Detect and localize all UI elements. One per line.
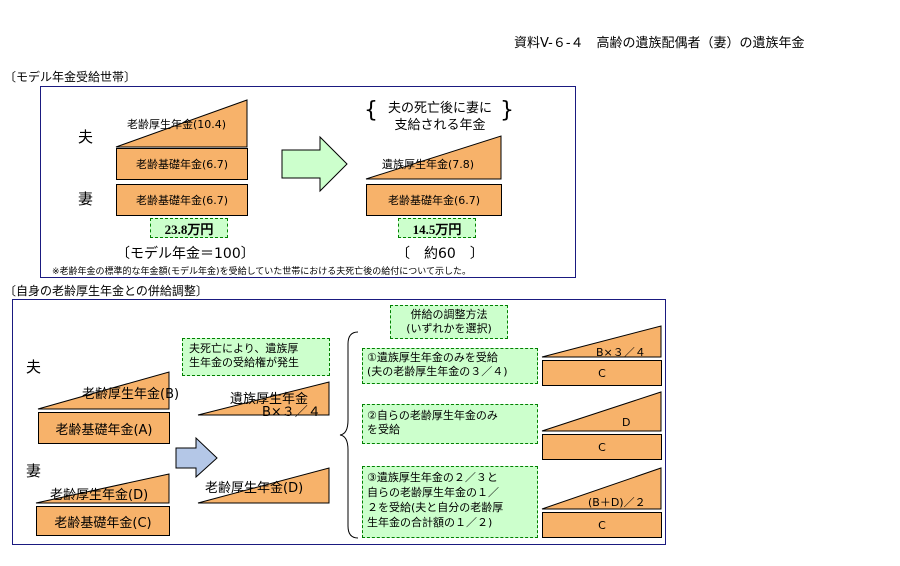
s1-total-before: 23.8万円 bbox=[150, 218, 228, 238]
s1-after-izoku-label: 遺族厚生年金(7.8) bbox=[382, 158, 475, 171]
s2-wife-kiso-box: 老齢基礎年金(C) bbox=[36, 506, 170, 536]
s2-option1: ①遺族厚生年金のみを受給 (夫の老齢厚生年金の３／４) bbox=[362, 348, 538, 384]
s2-note-line2: 生年金の受給権が発生 bbox=[189, 356, 299, 369]
s2-husband-kiso-box: 老齢基礎年金(A) bbox=[38, 412, 170, 444]
s1-after-header-line2: 支給される年金 bbox=[394, 118, 486, 133]
s2-r1-tri-label: B×３／４ bbox=[596, 346, 646, 359]
s2-r2-rect: C bbox=[542, 434, 662, 460]
section1-header: 〔モデル年金受給世帯〕 bbox=[4, 70, 137, 84]
s2-r2-rect-label: C bbox=[598, 440, 606, 454]
s2-note-line1: 夫死亡により、遺族厚 bbox=[189, 342, 299, 355]
s2-r1-rect: C bbox=[542, 360, 662, 386]
s2-r3-tri-label: (B＋D)／２ bbox=[588, 496, 646, 509]
s2-wife-kosei-label: 老齢厚生年金(D) bbox=[50, 488, 149, 503]
s1-after-izoku-triangle bbox=[365, 135, 502, 180]
s1-after-header: 夫の死亡後に妻に 支給される年金 bbox=[380, 100, 500, 134]
s1-husband-label: 夫 bbox=[78, 128, 94, 146]
s1-total-after: 14.5万円 bbox=[398, 218, 476, 238]
s1-husband-kosei-label: 老齢厚生年金(10.4) bbox=[127, 118, 227, 131]
brace-icon bbox=[339, 331, 359, 539]
s2-mid-izoku-sub: B×３／４ bbox=[262, 405, 321, 420]
s1-after-kiso-box: 老齢基礎年金(6.7) bbox=[366, 184, 502, 216]
s2-opt3-line4: 生年金の合計額の１／２) bbox=[367, 516, 493, 529]
s2-husband-label: 夫 bbox=[26, 358, 42, 376]
s1-model-ratio: 〔モデル年金＝100〕 bbox=[116, 246, 255, 262]
s1-after-bracket-right: } bbox=[500, 98, 514, 123]
s2-opt1-line1: ①遺族厚生年金のみを受給 bbox=[367, 351, 498, 364]
s1-after-kiso-label: 老齢基礎年金(6.7) bbox=[387, 194, 481, 207]
s2-opt3-line1: ③遺族厚生年金の２／３と bbox=[367, 471, 498, 484]
s2-method-header: 併給の調整方法 (いずれかを選択) bbox=[390, 305, 508, 339]
s2-husband-kosei-label: 老齢厚生年金(B) bbox=[82, 387, 180, 402]
s1-husband-kiso-box: 老齢基礎年金(6.7) bbox=[116, 148, 248, 180]
page-title: 資料V-６-４ 高齢の遺族配偶者（妻）の遺族年金 bbox=[514, 36, 805, 51]
s2-mid-kosei-triangle bbox=[197, 467, 330, 504]
s2-method-line2: (いずれかを選択) bbox=[406, 322, 492, 335]
s1-after-ratio: 〔 約60 〕 bbox=[396, 246, 484, 262]
s2-option3: ③遺族厚生年金の２／３と 自らの老齢厚生年金の１／ ２を受給(夫と自分の老齢厚 … bbox=[362, 466, 538, 538]
s2-r2-tri-label: D bbox=[622, 416, 631, 429]
s2-mid-kosei-label: 老齢厚生年金(D) bbox=[205, 481, 304, 496]
s2-r3-triangle bbox=[541, 467, 662, 510]
s2-r2-triangle bbox=[541, 391, 662, 432]
s2-r3-rect: C bbox=[542, 512, 662, 538]
s2-mid-izoku-triangle bbox=[197, 381, 330, 416]
s1-footnote: ※老齢年金の標準的な年金額(モデル年金)を受給していた世帯における夫死亡後の給付… bbox=[52, 267, 472, 277]
s2-husband-kiso-label: 老齢基礎年金(A) bbox=[55, 422, 153, 438]
s2-r1-triangle bbox=[541, 325, 662, 358]
s1-wife-kiso-label: 老齢基礎年金(6.7) bbox=[135, 194, 229, 207]
s2-r3-rect-label: C bbox=[598, 518, 606, 532]
s1-after-header-line1: 夫の死亡後に妻に bbox=[387, 101, 492, 116]
s1-wife-kiso-box: 老齢基礎年金(6.7) bbox=[116, 184, 248, 216]
s2-opt2-line2: を受給 bbox=[367, 423, 400, 436]
s1-husband-kiso-label: 老齢基礎年金(6.7) bbox=[135, 158, 229, 171]
s2-opt3-line3: ２を受給(夫と自分の老齢厚 bbox=[367, 501, 504, 514]
s1-wife-label: 妻 bbox=[78, 190, 94, 208]
s2-wife-label: 妻 bbox=[26, 462, 42, 480]
s2-right-arrow-icon bbox=[175, 436, 218, 479]
model-household-frame bbox=[40, 86, 576, 278]
s2-r1-rect-label: C bbox=[598, 366, 606, 380]
s2-wife-kosei-triangle bbox=[35, 473, 170, 504]
s2-opt3-line2: 自らの老齢厚生年金の１／ bbox=[367, 486, 499, 499]
s2-method-line1: 併給の調整方法 bbox=[410, 308, 488, 321]
s2-mid-izoku-label: 遺族厚生年金 bbox=[230, 392, 309, 407]
s2-opt1-line2: (夫の老齢厚生年金の３／４) bbox=[367, 365, 508, 378]
section2-header: 〔自身の老齢厚生年金との併給調整〕 bbox=[4, 284, 208, 298]
s2-option2: ②自らの老齢厚生年金のみ を受給 bbox=[362, 404, 538, 444]
s2-opt2-line1: ②自らの老齢厚生年金のみ bbox=[367, 409, 498, 422]
s2-wife-kiso-label: 老齢基礎年金(C) bbox=[54, 515, 152, 531]
s2-husband-kosei-triangle bbox=[37, 371, 170, 410]
s1-husband-kosei-triangle bbox=[115, 99, 248, 148]
s2-death-note: 夫死亡により、遺族厚 生年金の受給権が発生 bbox=[182, 338, 330, 376]
s1-after-bracket-left: { bbox=[364, 98, 378, 123]
right-arrow-icon bbox=[281, 135, 348, 193]
